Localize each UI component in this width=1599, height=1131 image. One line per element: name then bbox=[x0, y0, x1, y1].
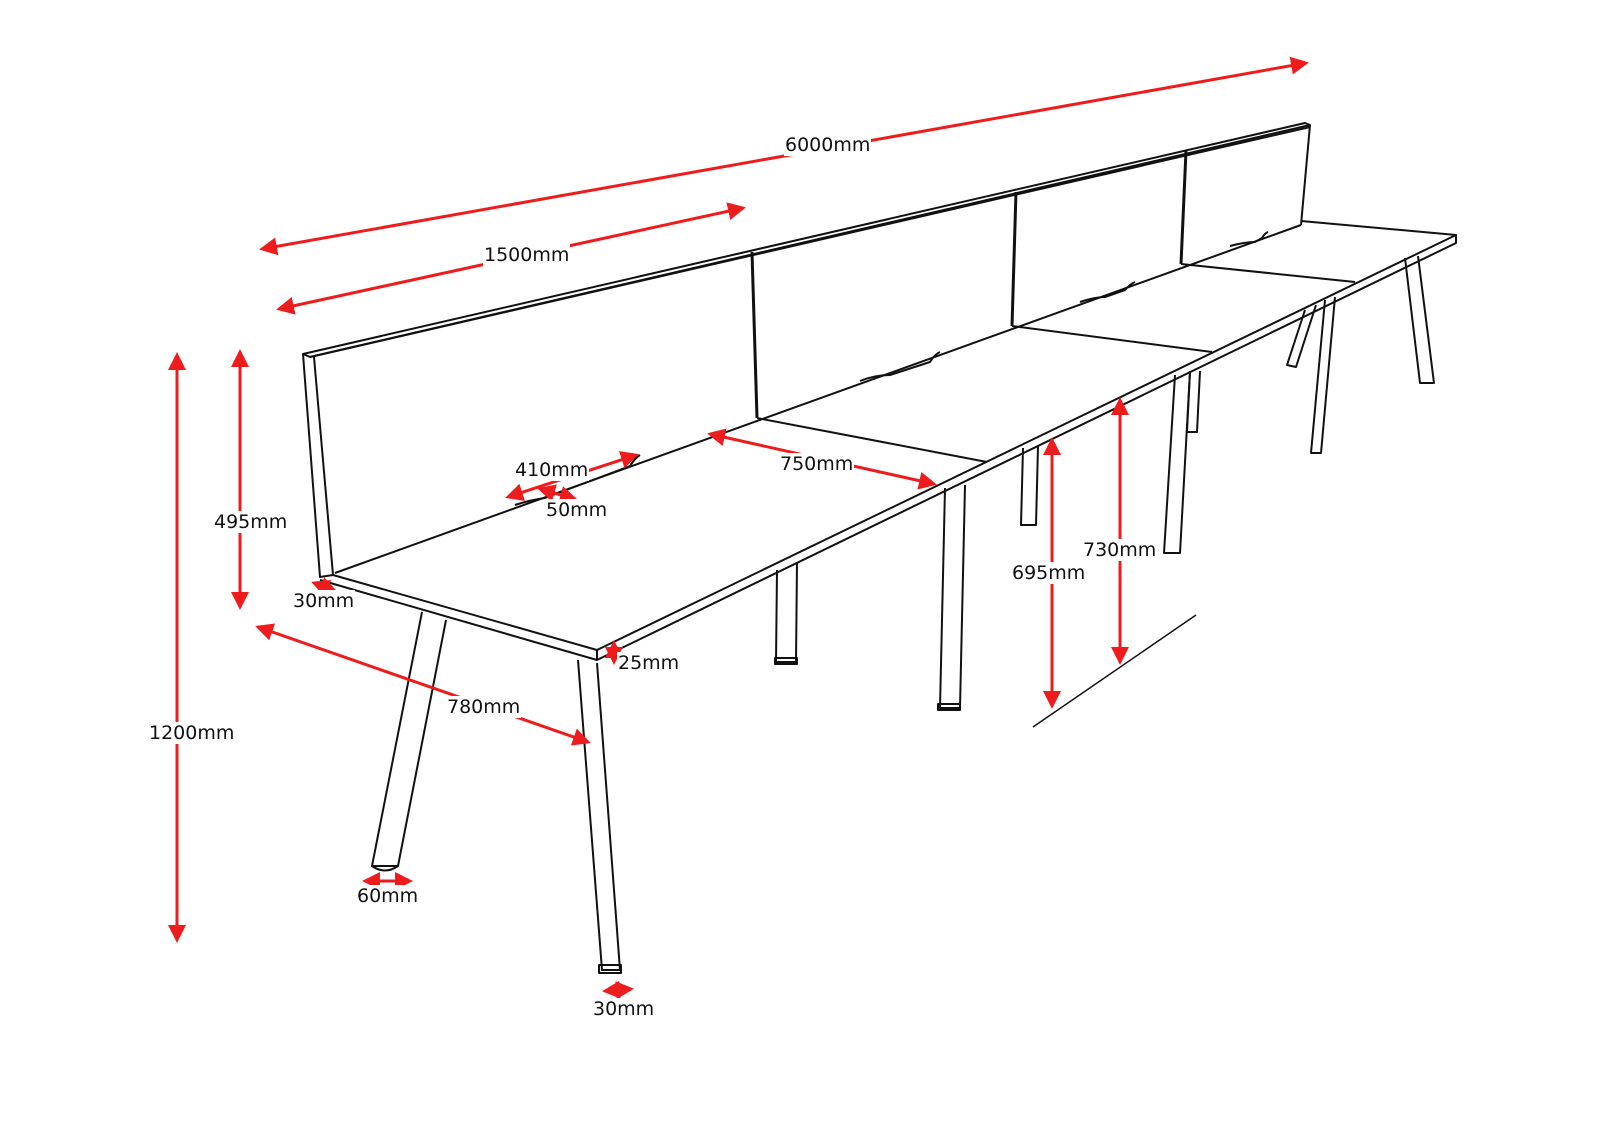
label-overall-length: 6000mm bbox=[784, 134, 872, 156]
label-cable-tray-width: 50mm bbox=[545, 499, 609, 521]
label-foot-width: 60mm bbox=[356, 885, 420, 907]
desk-linework bbox=[302, 122, 1457, 974]
label-desk-height: 730mm bbox=[1082, 539, 1158, 561]
label-screen-height: 495mm bbox=[213, 511, 289, 533]
label-cable-tray-length: 410mm bbox=[514, 459, 590, 481]
label-total-height: 1200mm bbox=[148, 722, 236, 744]
label-screen-thickness: 30mm bbox=[292, 590, 356, 612]
label-desk-width: 1500mm bbox=[483, 244, 571, 266]
label-top-thickness: 25mm bbox=[617, 652, 681, 674]
label-clearance-height: 695mm bbox=[1011, 562, 1087, 584]
label-depth: 780mm bbox=[446, 696, 522, 718]
label-leg-spacing: 750mm bbox=[779, 453, 855, 475]
label-leg-width: 30mm bbox=[592, 998, 656, 1020]
dimension-arrows bbox=[168, 56, 1309, 1000]
